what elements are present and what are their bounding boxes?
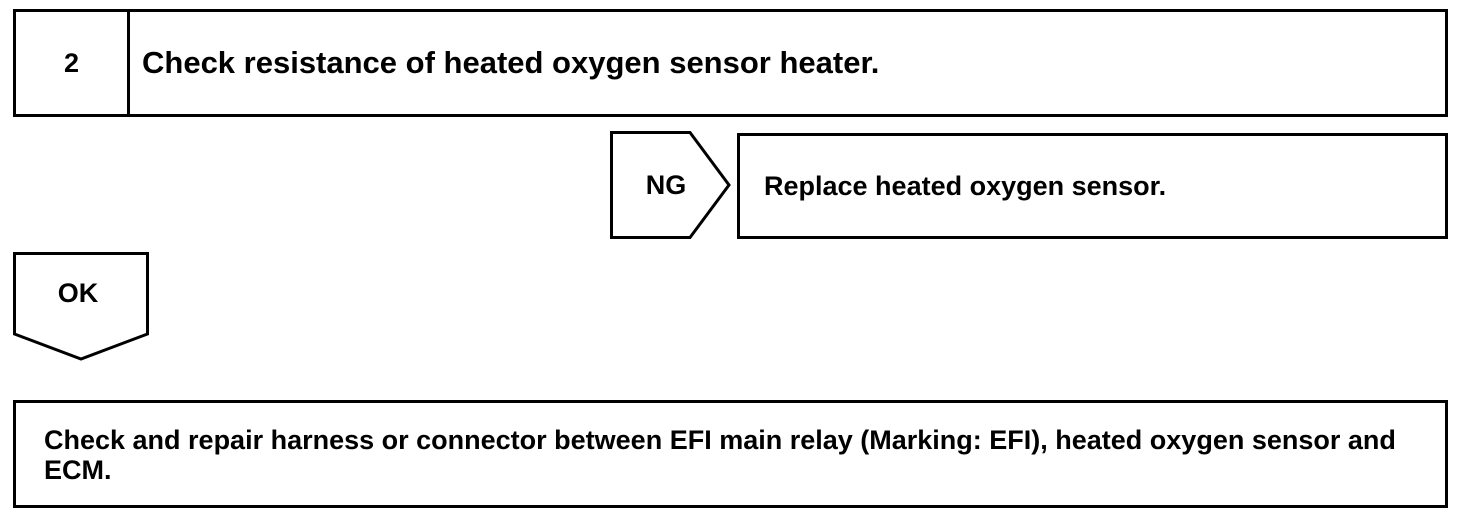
ng-arrow-tag [610,131,732,239]
ok-arrow-tag [13,252,149,362]
ok-label: OK [57,277,99,308]
ng-arrow-shape [610,131,731,239]
step-title: Check resistance of heated oxygen sensor… [142,45,880,80]
final-action-box: Check and repair harness or connector be… [13,400,1448,508]
ng-action-text: Replace heated oxygen sensor. [764,170,1167,201]
final-action-text: Check and repair harness or connector be… [44,425,1396,485]
step-box: 2 Check resistance of heated oxygen sens… [13,9,1448,117]
ng-action-box: Replace heated oxygen sensor. [737,133,1448,239]
ng-label: NG [645,169,687,200]
ok-arrow-shape [13,252,149,361]
step-number: 2 [16,12,130,114]
